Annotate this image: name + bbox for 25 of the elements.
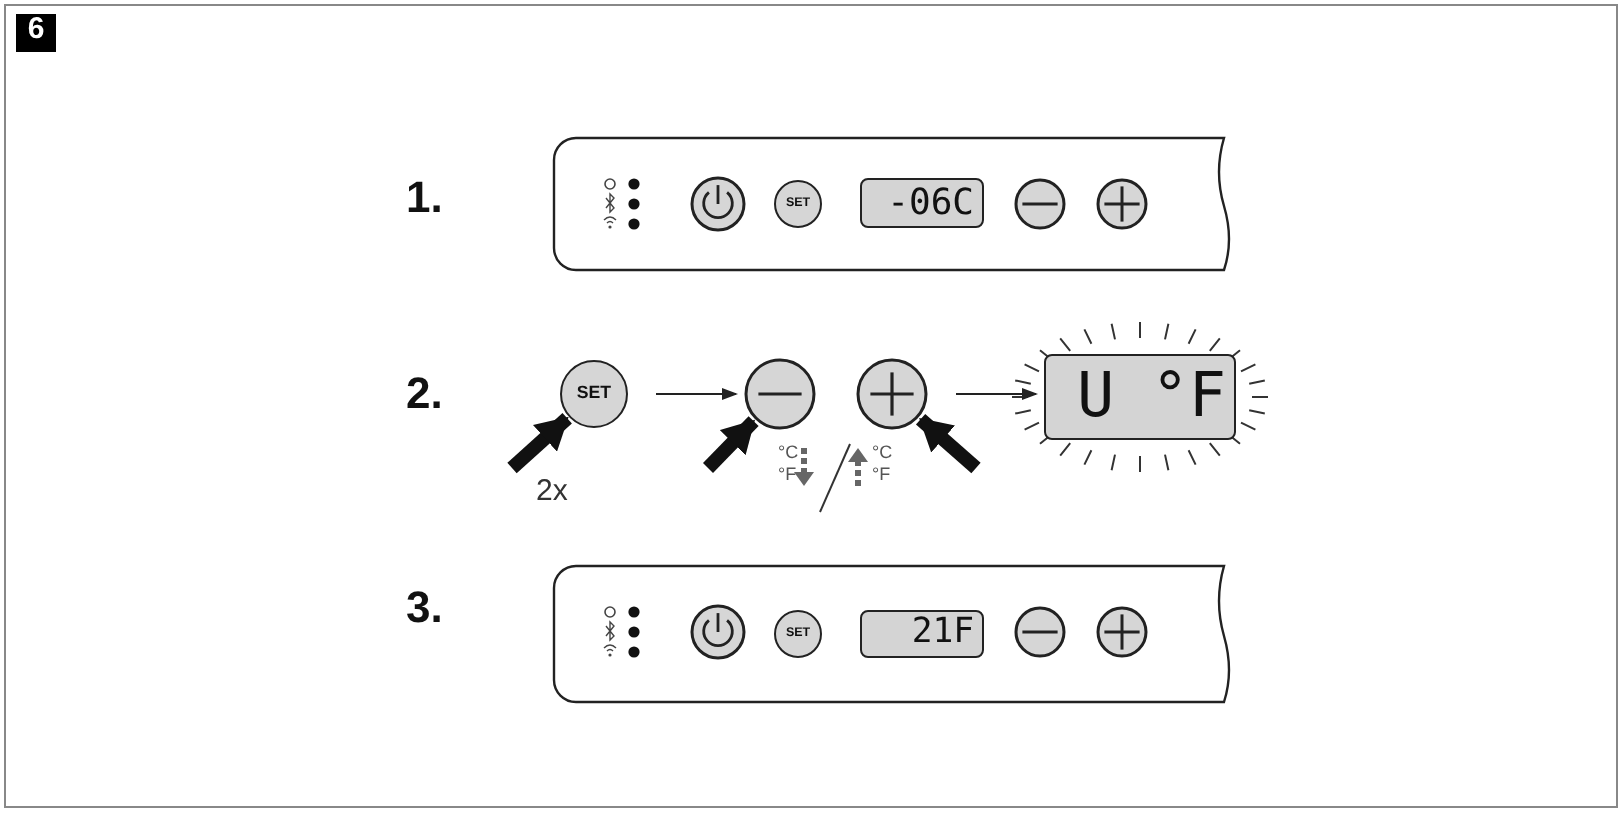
step-number: 3. [406,586,443,630]
repeat-count: 2x [536,476,568,506]
unit-label: °C [778,444,799,462]
step-number: 1. [406,176,443,220]
unit-label: °F [872,466,891,484]
arrow [655,388,738,400]
set-button: SET [560,360,628,428]
unit-label: °C [872,444,893,462]
arrow [955,388,1038,400]
lcd-display [860,178,984,228]
display-reading: U °F [1076,366,1226,428]
press-arrow [703,416,759,473]
display-reading: 21F [911,616,974,652]
press-arrow [916,413,981,474]
figure-number: 6 [16,14,56,52]
control-panel [552,136,1232,272]
plus-button [856,358,928,430]
step-number: 2. [406,372,443,416]
display-reading: -06C [887,185,974,221]
lcd-display [860,610,984,658]
minus-button [744,358,816,430]
unit-label: °F [778,466,797,484]
lcd-display [1044,354,1236,440]
control-panel [552,564,1232,704]
press-arrow [507,413,572,474]
